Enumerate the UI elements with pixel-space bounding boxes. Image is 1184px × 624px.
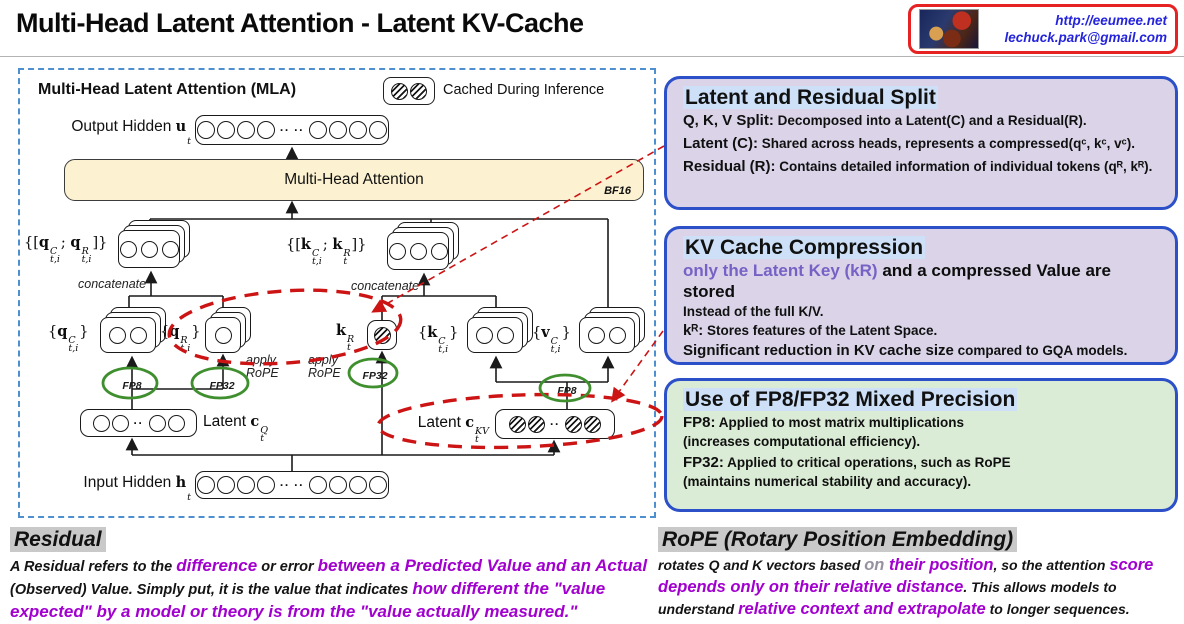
- ellipsis: ·· ··: [279, 123, 305, 137]
- vector-circle: [329, 121, 348, 139]
- concatenate-label-q: concatenate: [78, 277, 147, 291]
- diagram-title: Multi-Head Latent Attention (MLA): [38, 81, 297, 98]
- hatched-circle-icon: [410, 82, 427, 100]
- hatched-circle-icon: [391, 82, 408, 100]
- info-line: kᴿ: Stores features of the Latent Space.: [683, 321, 938, 339]
- residual-note-text: A Residual refers to the difference or e…: [10, 556, 648, 621]
- apply-rope-label-q: apply RoPE: [246, 353, 279, 380]
- vector-circle: [196, 121, 215, 139]
- info-line: FP32: Applied to critical operations, su…: [683, 454, 1011, 472]
- residual-note: Residual A Residual refers to the differ…: [10, 527, 652, 624]
- info-line: FP8: Applied to most matrix multiplicati…: [683, 414, 965, 432]
- k-concat-stack: [387, 222, 461, 272]
- cached-legend-swatch: [383, 77, 435, 105]
- fp8-label-q: FP8: [122, 380, 142, 392]
- latent-cq-vector: ··: [80, 409, 197, 437]
- info-line: Instead of the full K/V.: [683, 303, 824, 319]
- info-line: only the Latent Key (kR) and a compresse…: [683, 261, 1111, 302]
- input-hidden-vector: ·· ··: [195, 471, 389, 499]
- concatenate-label-k: concatenate: [351, 279, 420, 293]
- vector-circle: [309, 121, 328, 139]
- vector-circle: [256, 121, 275, 139]
- header-divider: [0, 56, 1184, 57]
- email-link[interactable]: lechuck.park@gmail.com: [1004, 30, 1167, 45]
- logo-badge: http://eeumee.net lechuck.park@gmail.com: [908, 4, 1178, 54]
- site-url-link[interactable]: http://eeumee.net: [1055, 13, 1167, 28]
- residual-note-heading: Residual: [10, 527, 106, 553]
- cached-legend-label: Cached During Inference: [443, 82, 605, 98]
- latent-ckv-vector: ··: [495, 409, 615, 439]
- fp8-label-kv: FP8: [557, 385, 577, 397]
- mha-label: Multi-Head Attention: [284, 171, 424, 188]
- q-residual-stack: [205, 307, 251, 353]
- info-box-title: KV Cache Compression: [683, 236, 926, 259]
- vector-circle: [236, 121, 255, 139]
- mla-diagram-panel: Multi-Head Latent Attention (MLA) Cached…: [18, 68, 656, 518]
- logo-image: [919, 9, 979, 49]
- k-residual-box: [367, 320, 397, 350]
- vector-circle: [216, 121, 235, 139]
- fp32-label-k: FP32: [362, 370, 388, 382]
- info-line: Residual (R): Contains detailed informat…: [683, 157, 1153, 175]
- info-line: Significant reduction in KV cache size c…: [683, 342, 1128, 360]
- rope-note: RoPE (Rotary Position Embedding) rotates…: [658, 527, 1182, 621]
- hatched-circle-icon: [373, 326, 391, 344]
- bf16-tag: BF16: [604, 185, 631, 197]
- info-box-mixed-precision: Use of FP8/FP32 Mixed Precision FP8: App…: [664, 378, 1178, 512]
- info-line: Latent (C): Shared across heads, represe…: [683, 134, 1136, 152]
- info-box-latent-residual-split: Latent and Residual Split Q, K, V Split:…: [664, 76, 1178, 210]
- info-line: (increases computational efficiency).: [683, 434, 921, 450]
- output-hidden-vector: ·· ··: [195, 115, 389, 145]
- rope-note-heading: RoPE (Rotary Position Embedding): [658, 527, 1018, 553]
- apply-rope-label-k: apply RoPE: [308, 353, 341, 380]
- rope-note-text: rotates Q and K vectors based on their p…: [658, 556, 1154, 618]
- vector-circle: [349, 121, 368, 139]
- vector-circle: [369, 121, 388, 139]
- k-latent-stack: [467, 307, 533, 353]
- v-latent-stack: [579, 307, 645, 353]
- info-box-title: Latent and Residual Split: [683, 86, 938, 109]
- info-line: (maintains numerical stability and accur…: [683, 474, 972, 490]
- info-box-kv-cache-compression: KV Cache Compression only the Latent Key…: [664, 226, 1178, 365]
- fp32-label-q: FP32: [209, 380, 235, 392]
- info-line: Q, K, V Split: Decomposed into a Latent(…: [683, 112, 1087, 130]
- q-concat-stack: [118, 220, 192, 270]
- multi-head-attention-box: Multi-Head Attention BF16: [64, 159, 644, 201]
- q-latent-stack: [100, 307, 166, 353]
- page-title: Multi-Head Latent Attention - Latent KV-…: [16, 8, 584, 38]
- info-box-title: Use of FP8/FP32 Mixed Precision: [683, 388, 1018, 411]
